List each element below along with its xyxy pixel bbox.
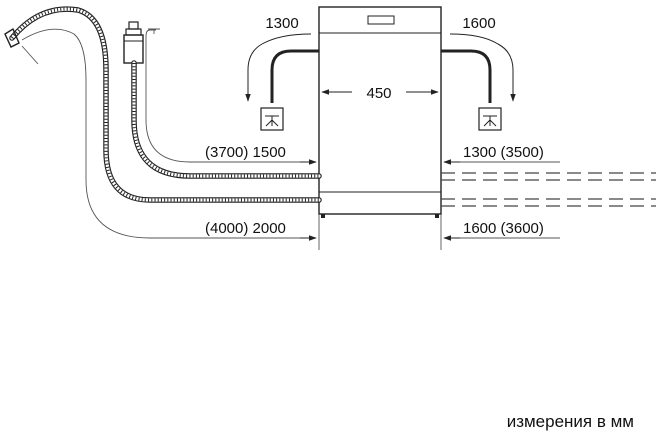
left-tap-length-label: 1300 <box>265 15 298 32</box>
body-width-label: 450 <box>366 85 391 102</box>
inner-supply-hose <box>131 60 322 179</box>
tap-valve-icon <box>260 107 284 131</box>
left-supply-hose-dimension: (4000) 2000 <box>205 220 317 241</box>
drain-hose-icon <box>4 6 322 203</box>
right-foot <box>435 214 439 218</box>
right-supply-hose-label: 1300 (3500) <box>463 144 544 161</box>
right-tap-hose <box>441 49 492 103</box>
right-supply-hose-dimension: 1300 (3500) <box>443 144 560 165</box>
left-supply-hose-label: (4000) 2000 <box>205 220 286 237</box>
left-drain-hose-label: (3700) 1500 <box>205 144 286 161</box>
left-foot <box>321 214 325 218</box>
left-drain-hose-dimension: (3700) 1500 <box>205 144 317 165</box>
tap-valve-icon <box>478 107 502 131</box>
left-tap-hose <box>270 49 319 103</box>
left-reach-curves <box>21 28 312 239</box>
right-tap-length-label: 1600 <box>462 15 495 32</box>
units-note: измерения в мм <box>506 412 634 431</box>
right-drain-hose-label: 1600 (3600) <box>463 220 544 237</box>
right-tap-dimension: 1600 <box>449 15 516 102</box>
control-panel-display <box>367 15 395 25</box>
right-hose-continuations <box>441 172 656 207</box>
aquastop-valve-icon <box>123 21 160 64</box>
left-tap-dimension: 1300 <box>245 15 312 102</box>
right-drain-hose-dimension: 1600 (3600) <box>443 220 560 241</box>
width-dimension: 450 <box>321 85 439 102</box>
dishwasher-body <box>318 6 442 218</box>
